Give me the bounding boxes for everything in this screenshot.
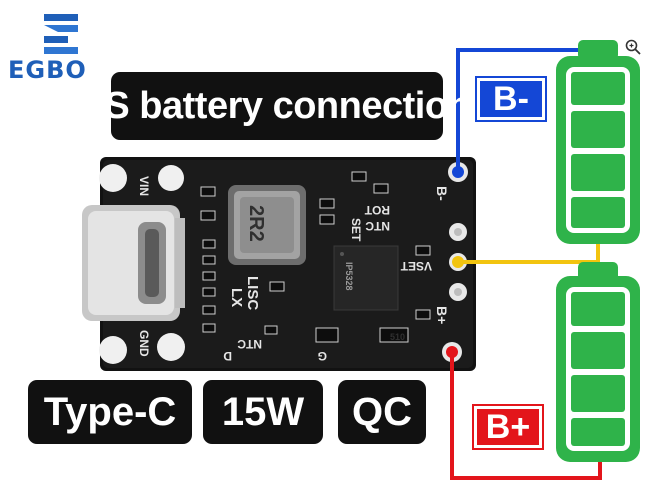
silk-gnd: GND xyxy=(137,330,151,357)
ic-chip xyxy=(333,245,399,311)
silk-r510: 510 xyxy=(390,332,405,342)
brand-name: EGBO xyxy=(8,56,87,84)
silk-chip: IP5328 xyxy=(344,262,354,291)
battery-cell-top xyxy=(556,40,640,244)
silk-lx: LX xyxy=(228,288,245,307)
feature-type-c: Type-C xyxy=(28,380,192,444)
positive-terminal-label: B+ xyxy=(474,406,542,448)
mount-hole xyxy=(99,164,127,192)
positive-wire xyxy=(450,352,602,480)
feature-power: 15W xyxy=(203,380,323,444)
battery-cell-bottom xyxy=(556,262,640,462)
silk-pin-d: D xyxy=(223,349,232,363)
silk-ntc: NTC xyxy=(237,337,262,351)
egbo-logo-icon xyxy=(44,14,78,54)
negative-terminal-label: B- xyxy=(477,78,545,120)
mount-hole xyxy=(157,333,185,361)
silk-set: SET xyxy=(349,218,363,242)
silk-lisc: LISC xyxy=(244,276,261,310)
usb-c-port xyxy=(82,205,185,321)
mount-hole xyxy=(99,336,127,364)
title-banner: 2S battery connection xyxy=(84,72,471,140)
brand-logo: EGBO xyxy=(8,14,118,84)
negative-wire xyxy=(456,48,583,172)
inductor xyxy=(228,185,306,265)
zoom-icon[interactable] xyxy=(624,38,642,56)
silk-ntc-top: NTC xyxy=(365,219,390,233)
mount-hole xyxy=(158,165,184,191)
silk-vset: VSET xyxy=(400,259,432,273)
silk-pin-g: G xyxy=(318,349,327,363)
silk-vin: VIN xyxy=(137,176,151,196)
silk-inductor: 2R2 xyxy=(245,205,267,242)
feature-qc: QC xyxy=(338,380,426,444)
silk-rot: ROT xyxy=(364,203,390,217)
silk-b-plus: B+ xyxy=(434,306,450,324)
charger-board xyxy=(82,157,476,371)
silk-b-minus: B- xyxy=(434,186,450,201)
